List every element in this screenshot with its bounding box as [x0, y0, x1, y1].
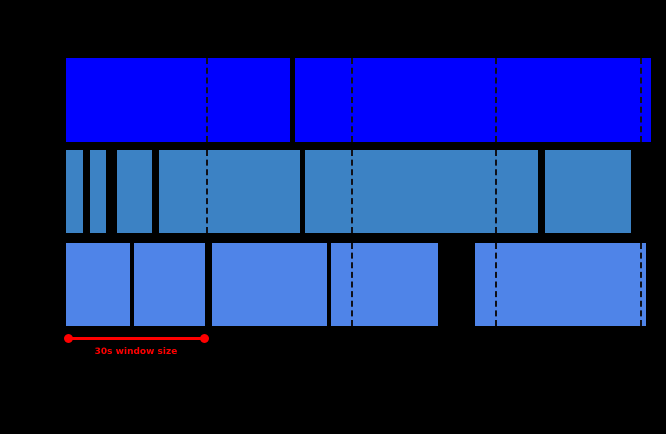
timeline-track-1 — [0, 58, 666, 142]
timeline-track-3 — [0, 243, 666, 326]
track-3-segment-1[interactable] — [66, 243, 130, 326]
annotation-cap-left — [64, 334, 73, 343]
track-3-segment-3[interactable] — [212, 243, 327, 326]
timeline-track-2 — [0, 150, 666, 233]
track-3-segment-2[interactable] — [134, 243, 205, 326]
track-2-segment-1[interactable] — [66, 150, 83, 233]
track-2-segment-3[interactable] — [117, 150, 152, 233]
track-3-segment-4[interactable] — [331, 243, 438, 326]
track-3-segment-5[interactable] — [475, 243, 646, 326]
track-2-segment-6[interactable] — [545, 150, 631, 233]
track-1-segment-1[interactable] — [66, 58, 290, 142]
annotation-cap-right — [200, 334, 209, 343]
track-1-segment-2[interactable] — [295, 58, 651, 142]
track-2-segment-5[interactable] — [305, 150, 538, 233]
annotation-bar — [68, 337, 204, 340]
track-2-segment-2[interactable] — [90, 150, 106, 233]
track-2-segment-4[interactable] — [159, 150, 300, 233]
window-size-label: 30s window size — [94, 347, 178, 357]
